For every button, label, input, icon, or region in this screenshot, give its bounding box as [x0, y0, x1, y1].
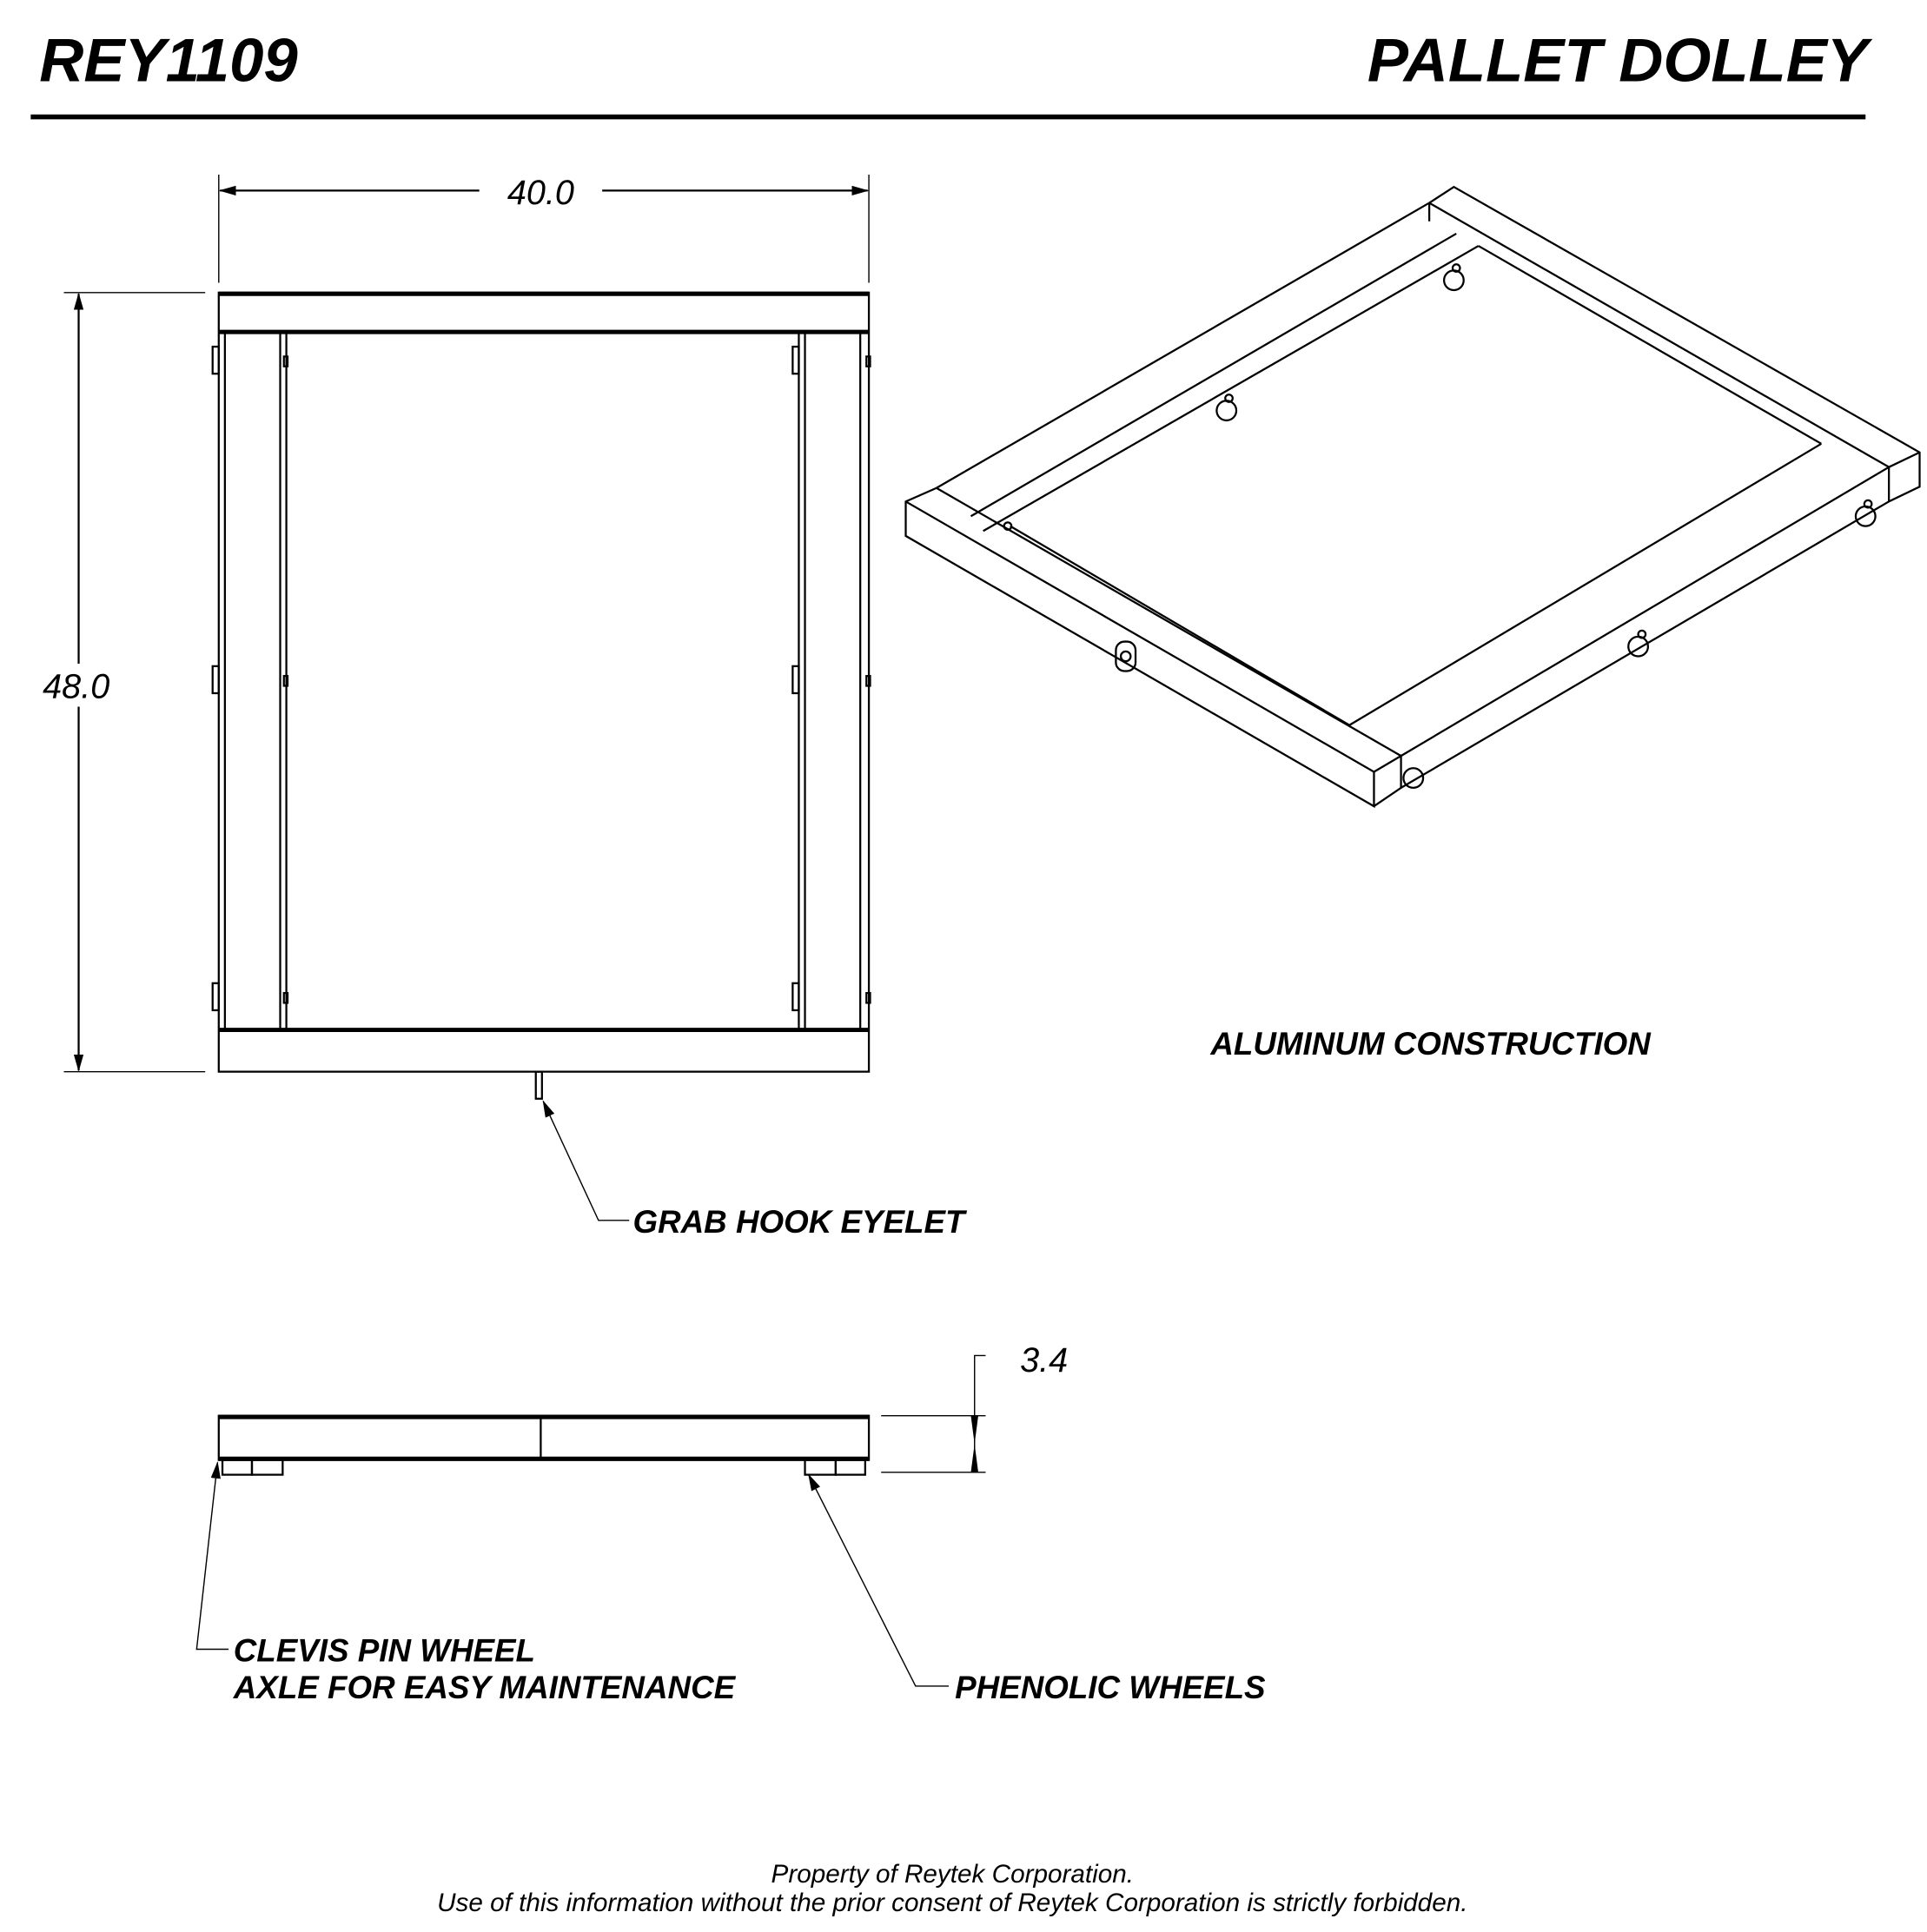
- drawing-title: PALLET DOLLEY: [1367, 26, 1873, 95]
- height-value: 3.4: [1020, 1341, 1068, 1380]
- width-dimension: 40.0: [218, 174, 870, 283]
- wheels: [221, 1459, 866, 1476]
- clevis-label-line1: CLEVIS PIN WHEEL: [234, 1633, 535, 1669]
- footer-line2: Use of this information without the prio…: [437, 1889, 1467, 1917]
- grab-hook-label: GRAB HOOK EYELET: [632, 1204, 968, 1240]
- length-dimension: 48.0: [43, 292, 206, 1073]
- grab-hook-eyelet: [534, 1070, 543, 1100]
- width-value: 40.0: [507, 174, 574, 212]
- footer-line1: Property of Reytek Corporation.: [771, 1860, 1134, 1889]
- wheels-label: PHENOLIC WHEELS: [955, 1670, 1266, 1705]
- axle-brackets: [211, 345, 871, 1012]
- material-note: ALUMINUM CONSTRUCTION: [1209, 1026, 1652, 1062]
- isometric-view: [904, 185, 1921, 809]
- iso-eyelet: [1115, 640, 1137, 672]
- clevis-label-line2: AXLE FOR EASY MAINTENANCE: [233, 1670, 737, 1705]
- part-number: REY1109: [39, 26, 298, 95]
- plan-view: [211, 291, 871, 1100]
- side-view: [217, 1414, 871, 1476]
- length-value: 48.0: [43, 668, 109, 706]
- height-dimension: 3.4: [881, 1341, 1068, 1473]
